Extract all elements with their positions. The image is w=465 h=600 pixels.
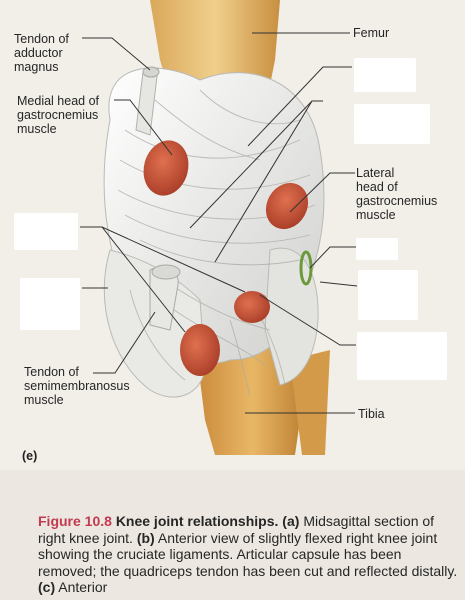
fibula-bone: [290, 350, 330, 455]
blank-label-box-6: [20, 278, 80, 330]
leader-lines: [80, 32, 358, 414]
label-lateral-head: Lateral head of gastrocnemius muscle: [356, 166, 438, 222]
caption-title: Knee joint relationships.: [115, 513, 279, 529]
blank-label-box-7: [357, 332, 447, 380]
caption-part-b-text: Anterior view of slightly flexed right k…: [38, 529, 458, 579]
caption-part-c-text: Anterior: [58, 579, 108, 595]
caption-background: [0, 470, 465, 600]
blank-label-box-4: [356, 238, 398, 260]
label-medial-head: Medial head of gastrocnemius muscle: [17, 94, 100, 136]
caption-part-c-letter: (c): [38, 579, 56, 595]
label-tendon-adductor: Tendon of adductor magnus: [14, 32, 69, 74]
plantaris-tendon: [299, 250, 313, 286]
label-femur: Femur: [353, 26, 390, 40]
semimembranosus-stump: [180, 324, 220, 376]
label-tendon-semimembranosus: Tendon of semimembranosus muscle: [24, 365, 130, 407]
blank-label-box-1: [354, 58, 416, 92]
blank-label-box-2: [354, 104, 430, 144]
blank-label-box-3: [14, 213, 78, 250]
adductor-tendon-end: [142, 66, 160, 78]
blank-label-box-5: [358, 270, 418, 320]
caption-part-b-letter: (b): [136, 529, 155, 546]
caption-part-a-letter: (a): [282, 513, 300, 529]
figure-caption: Figure 10.8 Knee joint relationships. (a…: [38, 513, 460, 596]
popliteus-stump: [234, 291, 270, 323]
label-tibia: Tibia: [358, 407, 385, 421]
semimembranosus-tendon-end: [151, 264, 181, 280]
caption-figure-number: Figure 10.8: [38, 513, 112, 529]
lateral-gastrocnemius-stump: [265, 182, 309, 230]
caption-part-a-text: Midsagittal section of right knee joint.: [38, 513, 435, 546]
panel-letter: (e): [22, 449, 38, 463]
medial-gastrocnemius-stump: [143, 140, 189, 196]
